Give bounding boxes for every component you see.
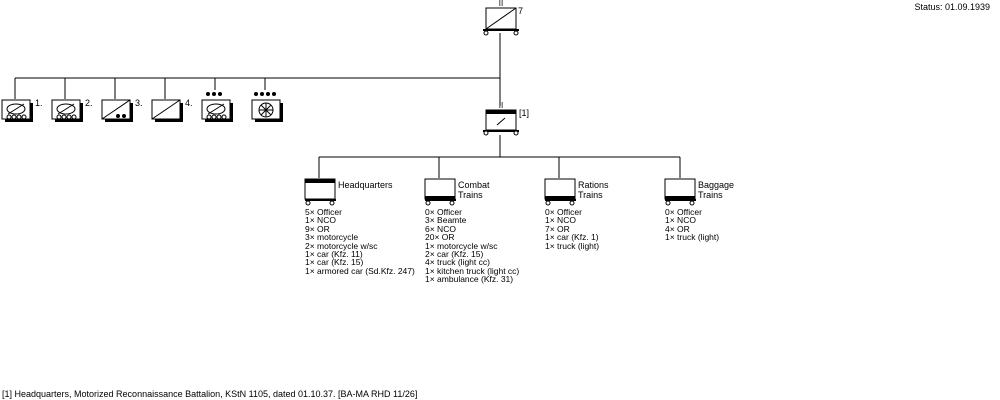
company-4-symbol: 4. <box>151 98 193 122</box>
company-5-symbol <box>201 92 233 122</box>
battalion-number: 7 <box>518 6 523 16</box>
subunit-headquarters-details: 5× Officer 1× NCO 9× OR 3× motorcycle 2×… <box>305 207 415 276</box>
detail-line: 1× car (Kfz. 11) <box>305 249 363 260</box>
subunit-combat-trains-symbol <box>424 178 456 206</box>
company-3-symbol: 3. <box>101 98 143 122</box>
company-3-label: 3. <box>135 98 143 108</box>
subunit-rations-trains-label: Rations Trains <box>578 180 609 200</box>
subunit-rations-trains-details: 0× Officer 1× NCO 7× OR 1× car (Kfz. 1) … <box>545 207 600 251</box>
detail-line: 1× NCO <box>305 215 336 226</box>
subunit-combat-trains-details: 0× Officer 3× Beamte 6× NCO 20× OR 1× mo… <box>425 208 519 284</box>
company-2-label: 2. <box>85 98 93 108</box>
hq-echelon: II <box>499 101 503 110</box>
detail-line: 2× car (Kfz. 15) <box>425 249 484 260</box>
hq-footnote-ref: [1] <box>519 108 529 118</box>
hq-unit-symbol: II [1] <box>483 101 529 136</box>
company-4-label: 4. <box>185 98 193 108</box>
detail-line: 1× NCO <box>665 215 696 226</box>
company-1-symbol: 1. <box>1 98 43 122</box>
detail-line: 4× truck (light cc) <box>425 257 490 268</box>
company-2-symbol: 2. <box>51 98 93 122</box>
subunit-baggage-trains-details: 0× Officer 1× NCO 4× OR 1× truck (light) <box>665 208 719 242</box>
detail-line: 1× NCO <box>545 215 576 226</box>
detail-line: 1× armored car (Sd.Kfz. 247) <box>305 265 415 276</box>
detail-line: 1× motorcycle w/sc <box>425 240 498 251</box>
detail-line: 9× OR <box>305 223 330 234</box>
footnote: [1] Headquarters, Motorized Reconnaissan… <box>2 389 418 399</box>
subunit-baggage-trains-label: Baggage Trains <box>698 180 735 200</box>
detail-line: 6× NCO <box>425 223 456 234</box>
battalion-symbol: II 7 <box>483 0 523 36</box>
detail-line: 0× Officer <box>425 207 462 217</box>
connector-lines <box>14 33 681 178</box>
detail-line: 20× OR <box>425 232 455 243</box>
subunit-baggage-trains-symbol <box>664 178 696 206</box>
subunit-combat-trains-label: Combat Trains <box>458 180 490 200</box>
detail-line: 1× truck (light) <box>665 232 720 243</box>
subunit-headquarters-symbol <box>304 178 336 206</box>
detail-line: 5× Officer <box>305 207 342 217</box>
detail-line: 0× Officer <box>545 207 582 217</box>
detail-line: 7× OR <box>545 223 570 234</box>
detail-line: 1× car (Kfz. 1) <box>545 232 599 243</box>
detail-line: 4× OR <box>665 223 690 234</box>
detail-line: 3× Beamte <box>425 215 467 226</box>
detail-line: 1× car (Kfz. 15) <box>305 257 364 268</box>
subunit-headquarters-label: Headquarters <box>338 180 393 190</box>
detail-line: 2× motorcycle w/sc <box>305 240 378 251</box>
detail-line: 1× ambulance (Kfz. 31) <box>425 274 514 285</box>
battalion-echelon: II <box>499 0 503 8</box>
detail-line: 1× kitchen truck (light cc) <box>425 265 520 276</box>
detail-line: 3× motorcycle <box>305 232 359 243</box>
detail-line: 0× Officer <box>665 207 702 217</box>
status-date: Status: 01.09.1939 <box>914 2 990 12</box>
company-1-label: 1. <box>35 98 43 108</box>
detail-line: 1× truck (light) <box>545 240 600 251</box>
company-6-symbol <box>251 92 283 122</box>
subunit-rations-trains-symbol <box>544 178 576 206</box>
